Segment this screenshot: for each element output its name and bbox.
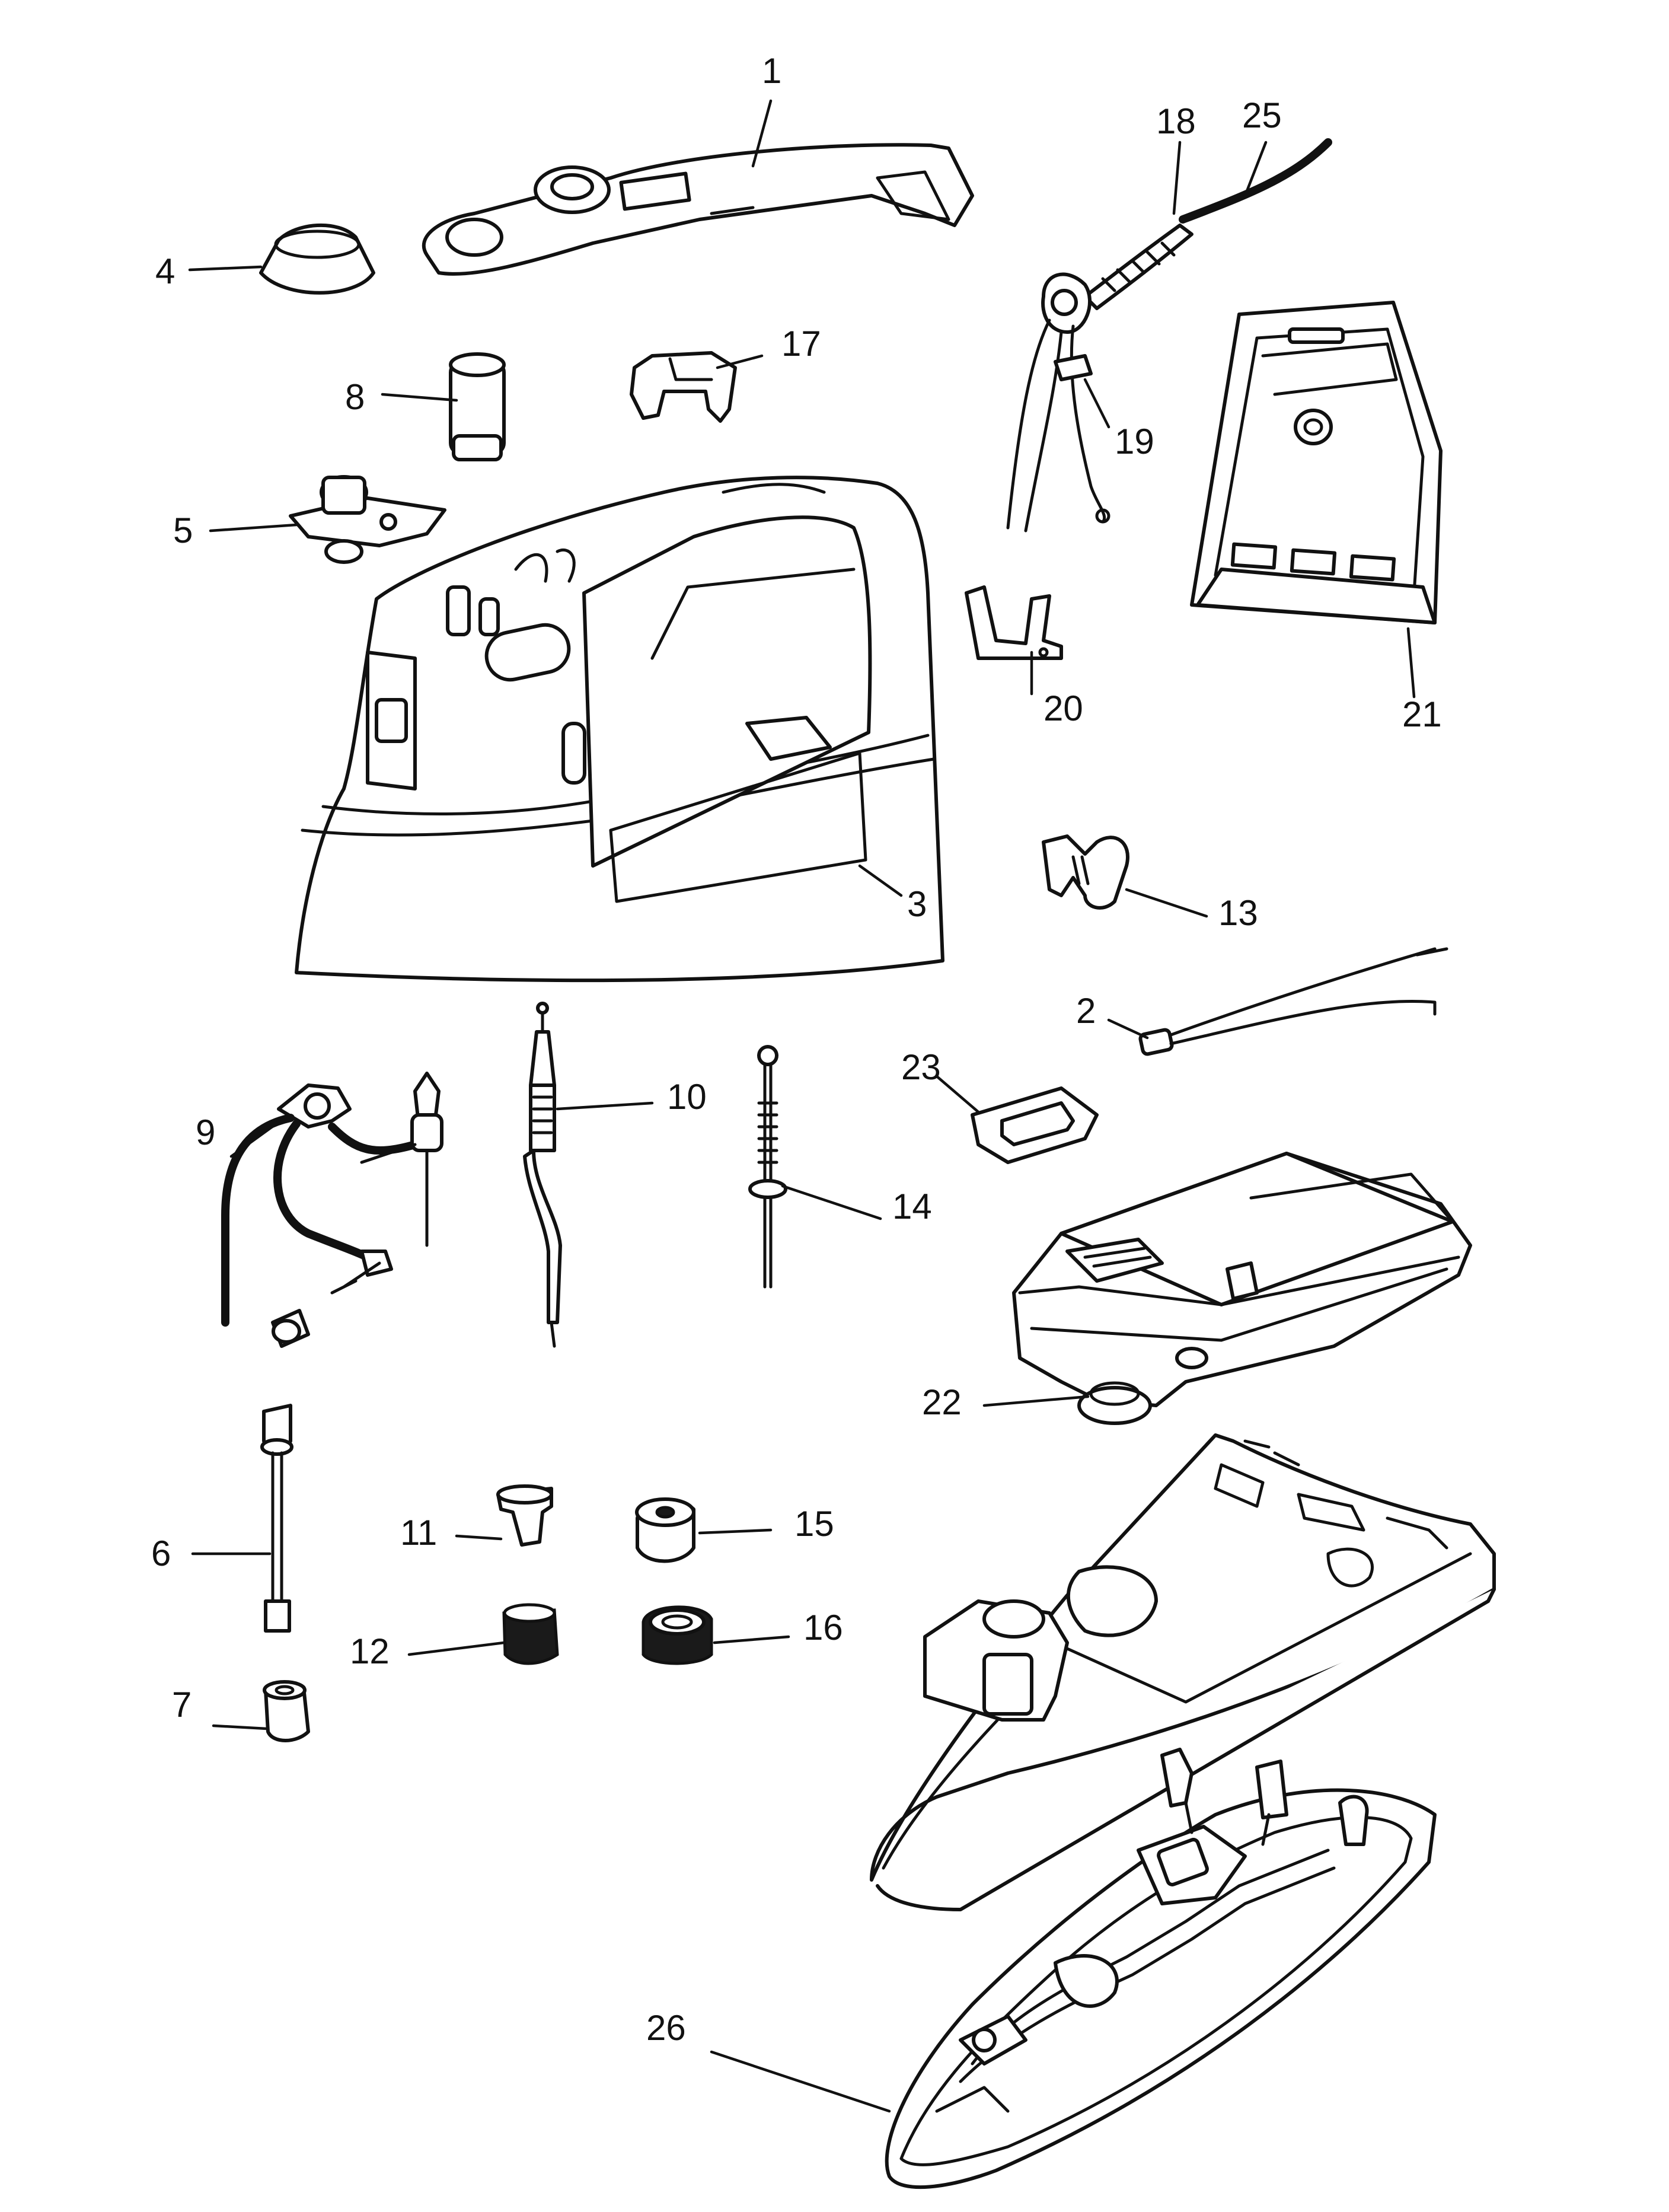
label-part-20: 20	[1043, 689, 1083, 728]
part-13-cord-guide	[1042, 834, 1129, 910]
label-part-5: 5	[173, 511, 193, 550]
shell-base-assembly	[870, 1433, 1496, 1911]
part-26-soleplate	[885, 1748, 1437, 2189]
part-5-valve-plate	[289, 475, 446, 564]
label-part-6: 6	[151, 1534, 171, 1573]
label-part-13: 13	[1218, 893, 1258, 933]
part-17-clip	[630, 351, 737, 423]
part-8-plunger	[449, 352, 506, 461]
label-part-19: 19	[1115, 422, 1154, 461]
label-part-14: 14	[892, 1187, 932, 1226]
label-part-11: 11	[400, 1513, 437, 1553]
part-22-water-tank	[1012, 1152, 1472, 1425]
part-2-internal-wire	[1138, 947, 1448, 1056]
part-labels: 1 4 8 17 5 3 18 25 19 20 21 13 2 23 10 1…	[151, 51, 1442, 2048]
label-part-18: 18	[1156, 101, 1196, 141]
label-part-23: 23	[901, 1047, 941, 1087]
label-part-25: 25	[1242, 95, 1282, 135]
label-part-26: 26	[646, 2008, 686, 2048]
label-part-16: 16	[803, 1608, 843, 1647]
label-part-15: 15	[794, 1504, 834, 1544]
part-15-grommet	[635, 1497, 695, 1563]
part-16-seal-ring	[642, 1605, 713, 1665]
part-18-25-power-cord	[1006, 138, 1332, 533]
label-part-10: 10	[667, 1077, 707, 1117]
label-part-4: 4	[155, 251, 175, 291]
part-10-probe	[523, 1002, 562, 1348]
part-14-valve-stem	[748, 1045, 787, 1289]
part-11-insert	[496, 1484, 553, 1547]
label-part-1: 1	[762, 51, 781, 91]
part-20-bracket	[965, 585, 1063, 660]
part-21-heel-rest	[1190, 301, 1443, 624]
label-part-21: 21	[1402, 694, 1442, 734]
part-9-wiring-harness	[221, 1072, 443, 1348]
label-part-3: 3	[907, 884, 927, 924]
part-7-small-cap	[263, 1680, 310, 1742]
part-3-main-housing	[295, 476, 944, 983]
label-part-9: 9	[196, 1113, 215, 1152]
part-1-handle-cover	[422, 143, 974, 276]
label-part-2: 2	[1076, 991, 1096, 1031]
label-part-8: 8	[345, 377, 365, 417]
label-part-22: 22	[922, 1382, 962, 1422]
part-4-knob-cap	[259, 223, 375, 295]
part-12-dark-ring	[502, 1603, 559, 1665]
part-23-gasket	[971, 1086, 1099, 1164]
label-part-12: 12	[350, 1631, 390, 1671]
label-part-17: 17	[781, 324, 821, 364]
leader-lines	[188, 99, 1416, 2113]
label-part-7: 7	[172, 1685, 192, 1725]
part-6-button-rod	[260, 1404, 293, 1633]
